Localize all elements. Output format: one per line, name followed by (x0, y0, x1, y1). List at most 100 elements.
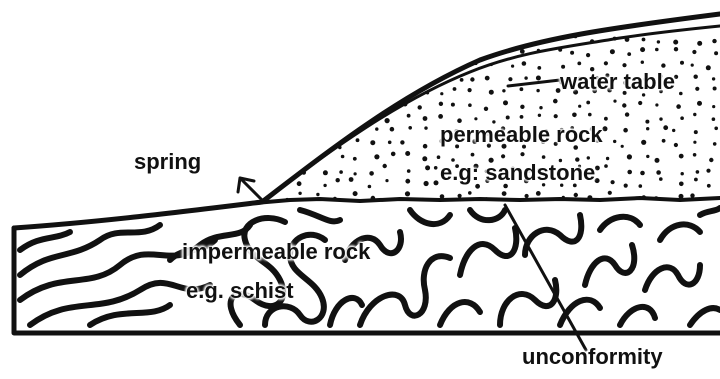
sandstone-dot (460, 38, 464, 42)
sandstone-dot (285, 67, 290, 72)
sandstone-dot (283, 130, 287, 134)
sandstone-dot (640, 171, 645, 176)
sandstone-dot (382, 41, 387, 46)
sandstone-dot (714, 51, 718, 55)
sandstone-dot (349, 75, 352, 78)
sandstone-dot (405, 89, 409, 93)
sandstone-dot (424, 126, 427, 129)
sandstone-dot (468, 103, 472, 107)
sandstone-dot (520, 152, 524, 156)
sandstone-dot (622, 103, 626, 107)
sandstone-dot (304, 49, 309, 54)
sandstone-dot (586, 53, 590, 57)
sandstone-dot (323, 184, 326, 187)
sandstone-dot (318, 36, 323, 41)
sandstone-dot (300, 156, 303, 159)
sandstone-dot (611, 180, 615, 184)
fold-line (660, 224, 700, 240)
sandstone-dot (503, 100, 508, 105)
sandstone-dot (520, 115, 524, 119)
sandstone-dot (694, 130, 698, 134)
sandstone-dot (406, 66, 410, 70)
sandstone-dot (697, 41, 702, 46)
sandstone-dot (595, 166, 600, 171)
sandstone-dot (707, 184, 711, 188)
sandstone-dot (621, 145, 624, 148)
sandstone-dot (484, 107, 488, 111)
sandstone-dot (672, 129, 675, 132)
sandstone-dot (539, 106, 542, 109)
sandstone-dot (572, 113, 577, 118)
sandstone-dot (314, 105, 318, 109)
sandstone-dot (694, 178, 698, 182)
sandstone-dot (640, 47, 645, 52)
sandstone-dot (471, 153, 475, 157)
sandstone-dot (536, 89, 539, 92)
sandstone-dot (713, 87, 717, 91)
sandstone-dot (283, 75, 288, 80)
sandstone-dot (693, 153, 697, 157)
sandstone-dot (437, 155, 441, 159)
sandstone-dot (323, 143, 328, 148)
sandstone-dot (468, 191, 472, 195)
sandstone-dot (627, 170, 632, 175)
sandstone-dot (265, 170, 269, 174)
sandstone-dot (536, 191, 541, 196)
sandstone-dot (489, 48, 493, 52)
fold-line (410, 210, 450, 224)
fold-line (440, 302, 480, 325)
sandstone-dot (371, 94, 374, 97)
sandstone-dot (375, 127, 378, 130)
sandstone-dot (473, 37, 477, 41)
fold-line (525, 215, 581, 255)
sandstone-dot (453, 87, 457, 91)
sandstone-dot (655, 158, 660, 163)
sandstone-dot (349, 177, 354, 182)
sandstone-dot (316, 193, 319, 196)
sandstone-dot (706, 65, 711, 70)
sandstone-dot (623, 128, 628, 133)
fold-line (600, 217, 640, 230)
sandstone-dot (391, 152, 396, 157)
schist-folds (20, 208, 720, 325)
sandstone-dot (369, 60, 374, 65)
sandstone-dot (476, 54, 479, 57)
sandstone-dot (263, 50, 267, 54)
sandstone-dot (674, 143, 678, 147)
fold-line (585, 245, 634, 285)
sandstone-dot (642, 38, 646, 42)
sandstone-dot (627, 154, 632, 159)
fold-line (620, 307, 655, 325)
permeable-example-label: e.g: sandstone (440, 162, 595, 184)
sandstone-dot (674, 47, 678, 51)
sandstone-dot (680, 61, 684, 65)
sandstone-dot (341, 155, 345, 159)
sandstone-dot (604, 164, 608, 168)
sandstone-dot (451, 47, 455, 51)
sandstone-dot (657, 40, 660, 43)
sandstone-dot (645, 120, 649, 124)
sandstone-dot (451, 103, 455, 107)
sandstone-dot (537, 66, 541, 70)
sandstone-dot (714, 127, 718, 131)
fold-line (90, 305, 170, 325)
fold-line (500, 280, 556, 325)
fold-line (645, 265, 700, 290)
fold-line (30, 283, 210, 325)
sandstone-dot (527, 38, 531, 42)
sandstone-dot (542, 155, 546, 159)
sandstone-dot (388, 65, 392, 69)
sandstone-dot (442, 49, 445, 52)
sandstone-dot (298, 88, 302, 92)
sandstone-dot (520, 105, 524, 109)
ground-surface (14, 14, 720, 228)
sandstone-dot (298, 41, 302, 45)
sandstone-dot (489, 90, 494, 95)
sandstone-dot (646, 127, 649, 130)
sandstone-dot (341, 79, 345, 83)
sandstone-dot (693, 113, 696, 116)
sandstone-dot (423, 116, 428, 121)
sandstone-dot (266, 99, 270, 103)
sandstone-dot (694, 75, 698, 79)
